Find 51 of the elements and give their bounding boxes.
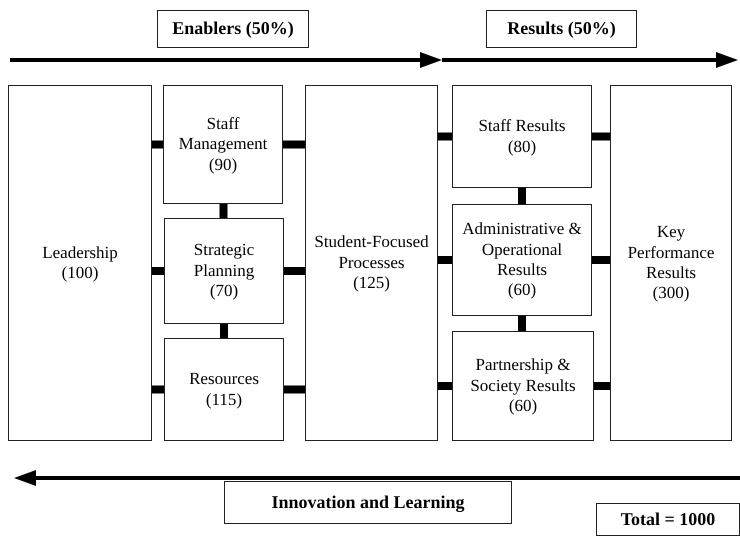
connector-bar xyxy=(518,188,526,204)
criterion-label: Enablers (50%) xyxy=(172,18,294,40)
criterion-label: Leadership xyxy=(42,242,118,263)
criterion-label: Total = 1000 xyxy=(620,508,716,530)
score-label: (100) xyxy=(62,263,98,284)
heading-box xyxy=(486,10,637,48)
criterion-box xyxy=(8,85,152,441)
connector-bar xyxy=(220,204,228,218)
criterion-label: Results (50%) xyxy=(507,18,616,40)
connector-bar xyxy=(152,386,164,394)
criterion-label: Student-Focused Processes xyxy=(313,232,430,274)
connector-bar xyxy=(592,132,610,140)
criterion-label: Partnership & Society Results xyxy=(469,355,577,396)
criterion-box xyxy=(452,331,594,441)
connector-bar xyxy=(438,382,452,390)
total-box xyxy=(596,503,740,536)
score-label: (60) xyxy=(508,396,538,417)
criterion-label: Staff Management xyxy=(178,114,268,155)
connector-bar xyxy=(592,256,610,264)
score-label: (70) xyxy=(210,281,238,302)
criterion-box xyxy=(163,85,283,204)
connector-bar xyxy=(152,267,164,275)
criterion-box xyxy=(610,85,732,441)
connector-bar xyxy=(518,316,526,331)
criterion-label: Key Performance Results xyxy=(626,222,716,284)
connector-bar xyxy=(438,132,452,140)
score-label: (60) xyxy=(508,280,536,301)
criterion-label: Innovation and Learning xyxy=(271,492,465,514)
connector-bar xyxy=(220,324,228,338)
criterion-box xyxy=(452,204,592,316)
score-label: (300) xyxy=(652,283,690,304)
score-label: (80) xyxy=(508,136,536,157)
heading-box xyxy=(224,481,512,524)
connector-bar xyxy=(438,256,452,264)
criterion-box xyxy=(305,85,438,441)
criterion-label: Strategic Planning xyxy=(192,240,256,282)
score-label: (90) xyxy=(208,154,238,176)
criterion-label: Resources xyxy=(189,369,259,390)
criterion-label: Staff Results xyxy=(478,116,566,136)
connector-bar xyxy=(283,140,305,148)
connector-bar xyxy=(152,140,163,148)
heading-box xyxy=(157,10,309,48)
connector-bar xyxy=(594,382,610,390)
criterion-box xyxy=(164,218,284,324)
criterion-box xyxy=(164,338,284,441)
score-label: (115) xyxy=(206,390,242,410)
score-label: (125) xyxy=(353,273,390,294)
connector-bar xyxy=(284,386,305,394)
connector-bar xyxy=(284,267,305,275)
criterion-box xyxy=(452,85,592,188)
criterion-label: Administrative & Operational Results xyxy=(461,219,583,280)
